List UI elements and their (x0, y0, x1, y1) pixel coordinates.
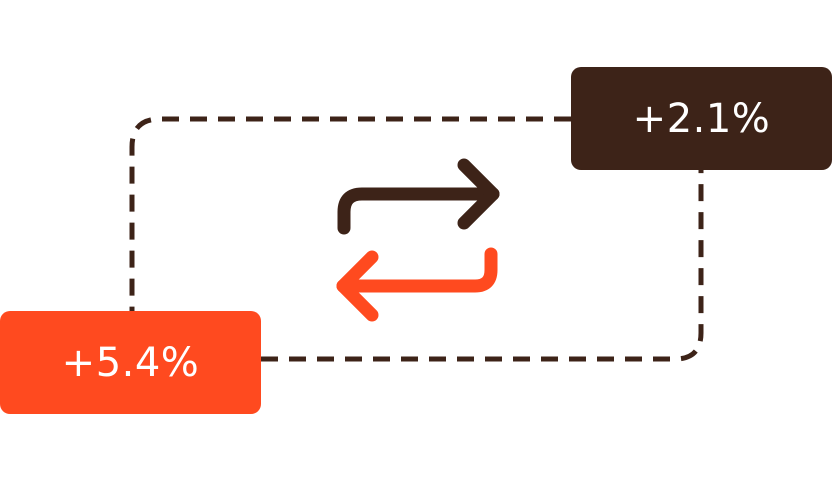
rate-badge-bottom: +5.4% (0, 311, 261, 414)
exchange-arrows-icon (336, 158, 500, 322)
arrow-left-icon (336, 247, 498, 293)
arrow-right-icon (337, 187, 500, 235)
rate-badge-top: +2.1% (571, 67, 832, 170)
dashed-connector-path (129, 116, 704, 362)
